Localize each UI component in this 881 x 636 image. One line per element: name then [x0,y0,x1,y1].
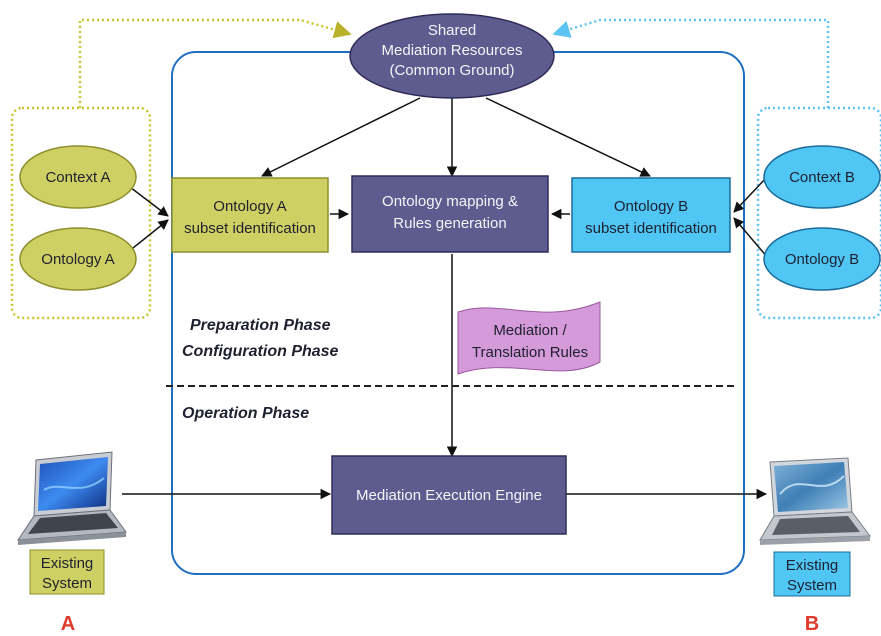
arrow-ontology-b-to-subset [733,217,769,259]
shared-resources-line-3: (Common Ground) [389,62,514,79]
ontology-a-subset-line-2: subset identification [184,220,316,237]
existing-a-line-1: Existing [41,555,94,572]
engine-box: Mediation Execution Engine [331,455,567,535]
rules-document: Mediation / Translation Rules [457,301,601,375]
side-b-dotted-link [552,18,830,108]
side-a-dotted-link [78,18,352,108]
ontology-a-label: Ontology A [41,251,114,268]
ontology-b-subset-line-2: subset identification [585,220,717,237]
ontology-b-subset-box: Ontology B subset identification [571,177,731,253]
existing-system-b-box: Existing System [773,551,851,597]
mapping-line-2: Rules generation [393,215,506,232]
arrow-shared-to-a-subset [261,97,421,177]
context-a-label: Context A [45,169,110,186]
side-b-dotted-group [756,106,881,320]
context-b-label: Context B [789,169,855,186]
ontology-b-subset-line-1: Ontology B [614,198,688,215]
existing-system-a-box: Existing System [29,549,105,595]
ontology-a-node: Ontology A [19,227,137,291]
ontology-a-subset-box: Ontology A subset identification [171,177,329,253]
existing-b-line-1: Existing [786,557,839,574]
ontology-a-subset-line-1: Ontology A [213,198,286,215]
mapping-line-1: Ontology mapping & [382,193,518,210]
side-b-letter: B [805,613,819,635]
arrow-shared-to-b-subset [485,97,651,177]
existing-a-line-2: System [42,575,92,592]
engine-label: Mediation Execution Engine [356,487,542,504]
context-a-node: Context A [19,145,137,209]
arrow-context-b-to-subset [733,177,767,213]
shared-resources-line-2: Mediation Resources [382,42,523,59]
laptop-icon [17,451,127,545]
existing-b-line-2: System [787,577,837,594]
context-b-node: Context B [763,145,881,209]
ontology-b-node: Ontology B [763,227,881,291]
rules-doc-line-1: Mediation / [493,322,567,339]
rules-doc-line-2: Translation Rules [472,344,588,361]
mapping-box: Ontology mapping & Rules generation [351,175,549,253]
side-a-letter: A [61,613,75,635]
laptop-icon [759,457,871,545]
ontology-b-label: Ontology B [785,251,859,268]
configuration-phase-label: Configuration Phase [182,343,339,360]
shared-resources-line-1: Shared [428,22,476,39]
preparation-phase-label: Preparation Phase [190,317,331,334]
operation-phase-label: Operation Phase [182,405,309,422]
shared-resources-node: Shared Mediation Resources (Common Groun… [349,13,555,99]
